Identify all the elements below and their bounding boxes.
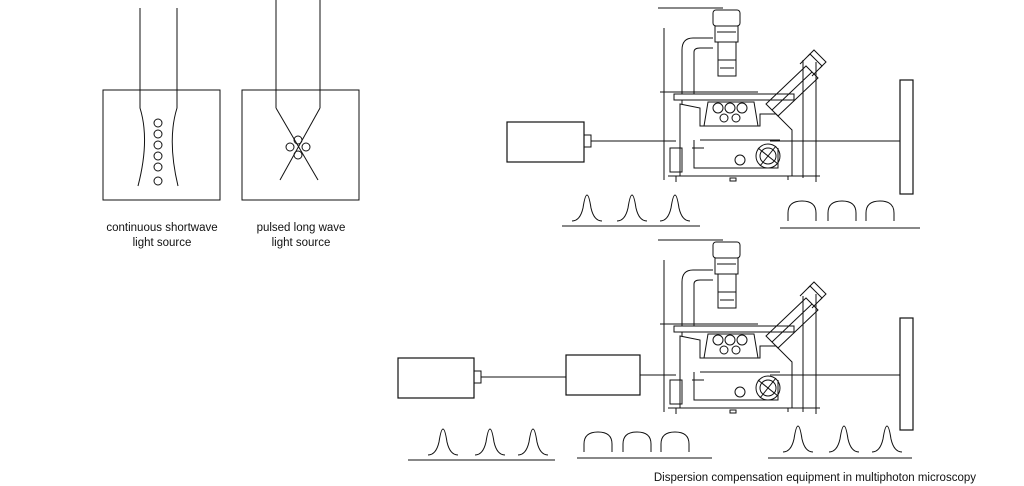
prechirped-pulses-group — [577, 431, 712, 459]
detector-screen — [899, 317, 914, 431]
short-pulse-icon — [659, 194, 691, 222]
focus-box — [241, 89, 360, 201]
broadened-pulses-group — [780, 200, 920, 229]
compensated-pulses-group — [768, 425, 912, 459]
pulsed-label-line1: pulsed long wave — [257, 222, 346, 234]
pulsed-source-panel: pulsed long wave light source — [241, 0, 360, 249]
focus-curve-left — [137, 90, 146, 187]
short-pulse-icon — [474, 428, 506, 456]
detector-screen — [899, 79, 914, 195]
dispersion-compensator-box — [565, 354, 641, 396]
continuous-source-panel: continuous shortwave light source — [102, 8, 221, 249]
laser-source-box — [397, 357, 475, 399]
focus-curve-right — [171, 90, 179, 187]
broadened-pulse-icon — [583, 431, 613, 453]
continuous-label-line1: continuous shortwave — [106, 222, 217, 234]
setup-without-compensation — [506, 7, 920, 229]
broadened-pulse-icon — [660, 431, 690, 453]
broadened-pulse-icon — [787, 200, 817, 222]
short-pulse-icon — [517, 428, 549, 456]
continuous-label-line2: light source — [133, 237, 192, 249]
focus-box — [102, 89, 221, 201]
short-pulse-icon — [871, 425, 903, 453]
short-pulse-icon — [616, 194, 648, 222]
short-pulse-icon — [571, 194, 603, 222]
laser-source-box — [506, 121, 585, 163]
laser-aperture — [473, 370, 482, 384]
short-pulse-icon — [828, 425, 860, 453]
laser-aperture — [583, 134, 592, 148]
broadened-pulse-icon — [622, 431, 652, 453]
broadened-pulse-icon — [827, 200, 857, 222]
input-pulses-group — [408, 428, 555, 461]
broadened-pulse-icon — [865, 200, 895, 222]
short-pulse-icon — [782, 425, 814, 453]
figure-caption: Dispersion compensation equipment in mul… — [654, 472, 976, 484]
photon-circles — [285, 135, 311, 160]
setup-with-compensation — [397, 239, 914, 461]
input-pulses-group — [562, 194, 700, 227]
microscope-icon — [657, 7, 827, 183]
short-pulse-icon — [427, 428, 459, 456]
pulsed-label-line2: light source — [272, 237, 331, 249]
photon-circles — [153, 118, 163, 186]
microscope-icon — [657, 239, 827, 415]
